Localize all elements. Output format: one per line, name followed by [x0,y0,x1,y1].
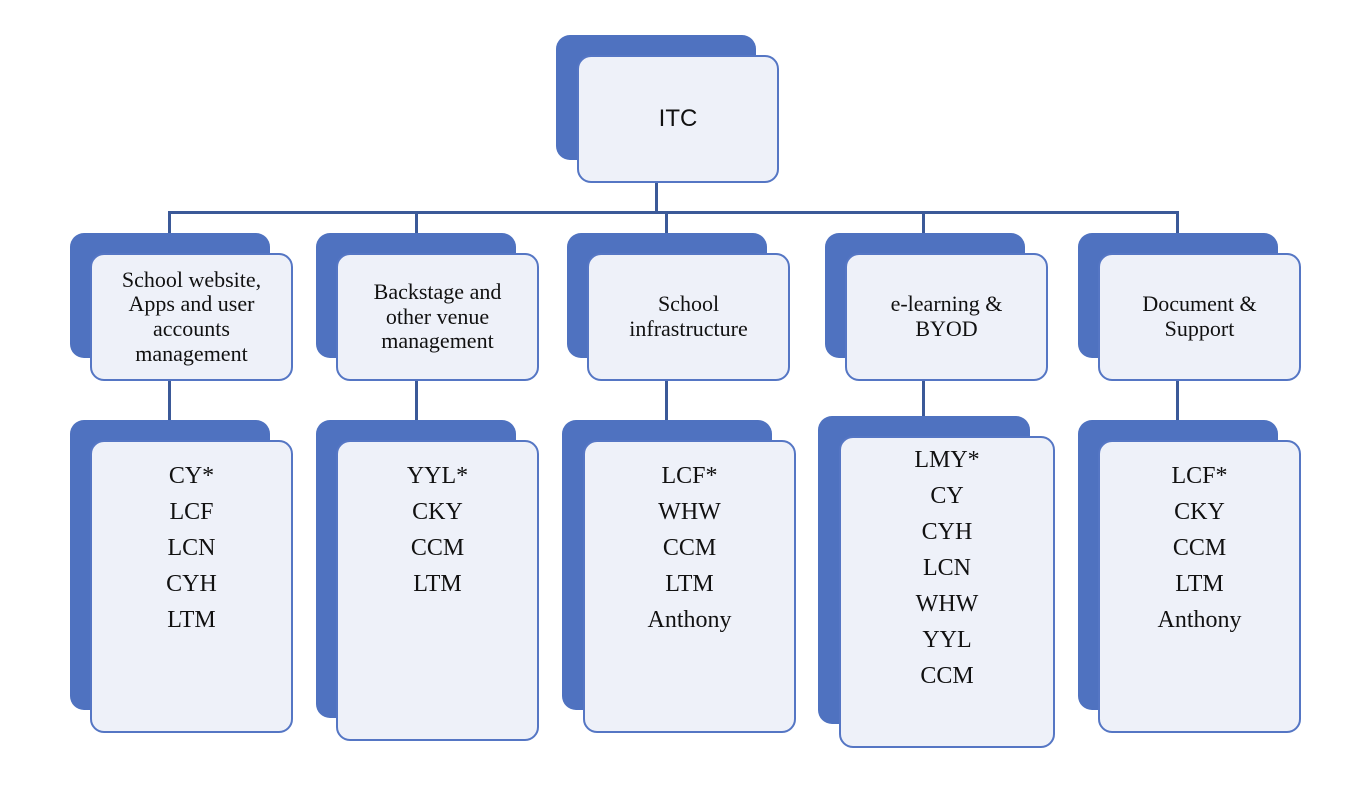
member-name: LCF [169,499,214,525]
category-node: Document & Support [1098,253,1301,381]
branch-drop-5 [1176,211,1179,235]
member-name: LCN [167,535,216,561]
member-connector-4 [922,380,925,418]
members-list: LCF* WHW CCM LTM Anthony [648,458,732,638]
member-name: LTM [167,607,216,633]
root-node: ITC [577,55,779,183]
member-name: CKY [1174,499,1225,525]
branch-drop-1 [168,211,171,235]
category-title: Document & Support [1142,291,1257,341]
members-node: YYL* CKY CCM LTM [336,440,539,741]
member-name: CKY [412,499,463,525]
member-name: Anthony [1157,607,1242,633]
branch-drop-2 [415,211,418,235]
member-name: CCM [410,535,465,561]
category-node: School infrastructure [587,253,790,381]
member-name: LTM [665,571,714,597]
member-name: LMY* [914,447,980,473]
members-list: YYL* CKY CCM LTM [407,458,468,602]
member-name: CY* [168,463,215,489]
members-node: LCF* WHW CCM LTM Anthony [583,440,796,733]
member-connector-2 [415,380,418,422]
root-label: ITC [658,105,698,132]
category-node: e-learning & BYOD [845,253,1048,381]
branch-drop-4 [922,211,925,235]
root-connector [655,182,658,214]
members-node: LMY* CY CYH LCN WHW YYL CCM [839,436,1055,748]
category-node: School website, Apps and user accounts m… [90,253,293,381]
members-list: LCF* CKY CCM LTM Anthony [1158,458,1242,638]
member-name: Anthony [647,607,732,633]
member-name: CCM [1172,535,1227,561]
member-name: CYH [166,571,217,597]
member-name: CCM [662,535,717,561]
member-connector-1 [168,380,171,422]
category-title: School website, Apps and user accounts m… [121,266,262,366]
member-connector-5 [1176,380,1179,422]
category-node: Backstage and other venue management [336,253,539,381]
members-node: CY* LCF LCN CYH LTM [90,440,293,733]
member-name: WHW [658,499,721,525]
member-name: LCN [923,555,971,581]
members-node: LCF* CKY CCM LTM Anthony [1098,440,1301,733]
member-name: LCF* [661,463,718,489]
member-connector-3 [665,380,668,422]
member-name: WHW [915,591,979,617]
member-name: LCF* [1171,463,1228,489]
member-name: CY [930,483,964,509]
member-name: YYL* [406,463,469,489]
category-title: School infrastructure [629,291,748,341]
branch-drop-3 [665,211,668,235]
category-title: e-learning & BYOD [890,291,1003,341]
member-name: LTM [1175,571,1224,597]
member-name: CCM [920,663,974,689]
category-title: Backstage and other venue management [373,279,502,354]
members-list: CY* LCF LCN CYH LTM [166,458,217,638]
member-name: YYL [922,627,972,653]
member-name: LTM [413,571,462,597]
branch-bar [168,211,1179,214]
member-name: CYH [921,519,973,545]
members-list: LMY* CY CYH LCN WHW YYL CCM [914,442,979,694]
